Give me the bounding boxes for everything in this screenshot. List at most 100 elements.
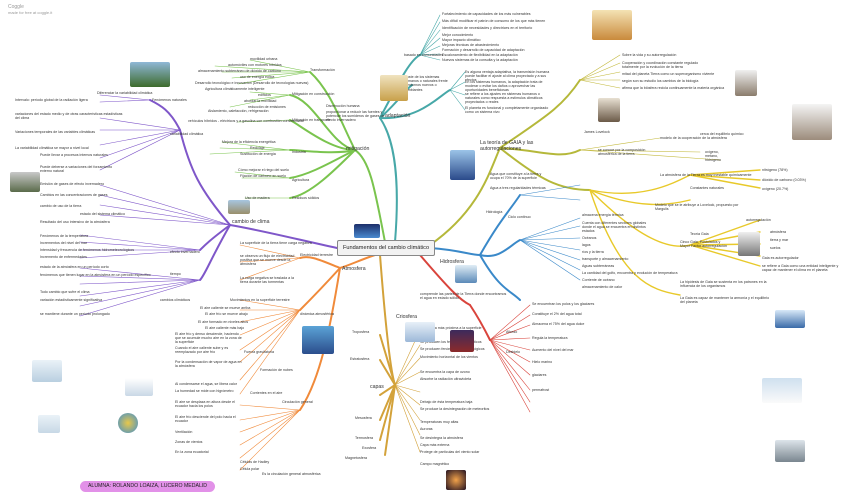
hydrosphere-item: almacena energía térmica	[582, 213, 624, 217]
gaia-gas: oxígeno (20.7%)	[762, 187, 789, 191]
hydrosphere-item: almacenamiento de calor	[582, 285, 623, 289]
globe-image	[118, 413, 138, 433]
cryosphere-item: permafrost	[532, 388, 550, 392]
branch-climate-change[interactable]: cambio de clima	[232, 219, 270, 225]
atmosphere-item: Célula polar	[240, 467, 260, 471]
branch-climate-changes[interactable]: cambios climáticos	[160, 298, 191, 302]
mitigation-sub: Residuos sólidos	[292, 196, 320, 200]
branch-cryosphere[interactable]: Criosfera	[396, 314, 418, 320]
app-title[interactable]: Coggle	[8, 4, 24, 10]
mitigation-item: reducción de emisiones	[248, 105, 286, 109]
margulis-photo	[738, 232, 760, 256]
industry-image	[380, 75, 408, 101]
mitigation-item: Uso de madera	[245, 196, 270, 200]
layer-item: Protege de partículas del viento solar	[420, 450, 480, 454]
mitigation-item: uso de energía eólica	[240, 75, 275, 79]
branch-mitigation[interactable]: mitigación	[346, 146, 370, 152]
layer-thermosphere[interactable]: Termosfera	[355, 436, 373, 440]
hydrosphere-item: La cantidad del golfo, encuentra y evolu…	[582, 271, 678, 275]
layer-stratosphere[interactable]: Estratosfera	[350, 357, 370, 361]
layer-item: Debajo de ésta temperatura baja	[420, 400, 473, 404]
climate-item: cambio de uso de la tierra	[40, 204, 82, 208]
climate-item: Todo cambio que sufre el clima	[40, 290, 90, 294]
climate-item: Fenómenos de la temperatura	[40, 234, 89, 238]
climate-item: variación estadísticamente significativa	[40, 298, 103, 302]
cryosphere-item: Hielo marino	[532, 360, 553, 364]
climate-item: Intervalo: período global de la radiació…	[15, 98, 88, 102]
gaia-item: suelos	[770, 246, 781, 250]
adaptation-item: se refiere a los ajustes en sistemas hum…	[465, 92, 543, 105]
hydrosphere-sub: Ciclo continuo	[508, 215, 531, 219]
branch-weather[interactable]: tiempo	[170, 272, 181, 276]
branch-adaptation[interactable]: adaptación	[385, 113, 411, 119]
hydrosphere-item: Cuenta con diferentes sectores globales …	[582, 221, 647, 234]
mitigation-item: Desarrollo tecnológico e innovación (Des…	[195, 81, 309, 85]
mitigation-item: Cómo mejorar el riego del suelo	[238, 168, 289, 172]
layer-mesosphere[interactable]: Mesosfera	[355, 416, 372, 420]
branch-atmosphere[interactable]: Atmosfera	[342, 266, 366, 272]
branch-layers[interactable]: capas	[370, 384, 384, 390]
atmosphere-leaf-lines	[239, 244, 301, 471]
cryosphere-sub: Deshielo	[506, 350, 520, 354]
branch-electricity[interactable]: Electricidad terrestre	[300, 253, 333, 257]
gaia-gas: nitrógeno (78%)	[762, 168, 788, 172]
mitigation-sub: Mitigación en transporte	[292, 118, 331, 122]
mitigation-item: Sustitución de energía	[240, 152, 276, 156]
cryosphere-item: Se encuentran los polos y los glaciares	[532, 302, 595, 306]
giraffes-image	[592, 10, 632, 40]
adaptation-item: Fortalecimiento de capacidades de los má…	[442, 12, 531, 16]
mitigation-leaf-lines	[209, 59, 311, 199]
gaia-gas: dióxido de carbono (0.03%)	[762, 178, 806, 182]
mitigation-item: almacenamiento subterráneo de dióxido de…	[198, 69, 281, 73]
aurora-image	[450, 330, 474, 352]
atmosphere-item: El aire formado en niveles altos	[198, 320, 249, 324]
atmosphere-item: El aire caliente se mueve arriba	[200, 306, 251, 310]
atmosphere-item: Cuando el aire caliente sube y es reempl…	[175, 346, 229, 355]
mitigation-item: vehículos híbridos - eléctricos y a gaso…	[188, 119, 304, 123]
atmosphere-item: El aire frío y denso desciende, haciendo…	[175, 332, 242, 345]
branch-circulation[interactable]: Circulación general	[282, 400, 313, 404]
student-name-badge: ALUMNA: ROLANDO LOAIZA, LUCERO MEDALID	[80, 481, 215, 492]
layer-troposphere[interactable]: Troposfera	[352, 330, 370, 334]
branch-greenhouse[interactable]: efecto invernadero	[170, 250, 200, 254]
hydrosphere-branch-lines	[429, 194, 521, 301]
climate-item: se mantiene durante un período prolongad…	[40, 312, 110, 316]
layer-item: Se produce la desintegración de meteorit…	[420, 407, 490, 411]
weather-map-image	[302, 326, 334, 354]
adaptation-item: Formación y desarrollo de capacidad de a…	[442, 48, 525, 52]
mitigation-item: Fijación de carbono en suelo	[240, 174, 286, 178]
branch-hydrosphere[interactable]: Hidrosfera	[440, 259, 464, 265]
layers-leaf-lines	[394, 329, 421, 453]
atmosphere-layers-image	[354, 224, 380, 238]
app-subtitle: made for free at coggle.it	[8, 10, 53, 15]
layer-exosphere[interactable]: Exosfera	[362, 446, 377, 450]
branch-dynamics[interactable]: dinámica atmosférica	[300, 312, 334, 316]
mitigation-sub: Transformación	[310, 68, 335, 72]
layer-item: Campo magnético	[420, 462, 450, 466]
climate-item: Variaciones temporales de las variables …	[15, 130, 96, 134]
mitigation-branch-lines	[289, 71, 386, 243]
layer-item: Temperaturas muy altas	[420, 420, 459, 424]
ice-sea-image	[775, 310, 805, 328]
hydrosphere-leaf-lines	[519, 184, 581, 281]
gaia-item: oxígeno, metano, hidrógeno	[705, 150, 721, 163]
branch-variability[interactable]: variabilidad climática	[170, 132, 204, 136]
atmosphere-sub: Corrientes en el aire	[250, 391, 283, 395]
atmosphere-item: El aire frío se mueve abajo	[205, 312, 248, 316]
adaptation-sub: basado en comunidades	[404, 53, 444, 57]
gaia-item: Modelo que se le atribuye a Lovelock, pr…	[655, 203, 739, 212]
branch-gaia[interactable]: La teoría de GAIA y las autorregulacione…	[480, 140, 534, 152]
forest-image	[130, 62, 170, 87]
gaia-item: modelo de la cooperación de la atmósfera	[660, 136, 727, 140]
layer-item: Movimiento horizontal de los vientos	[420, 355, 478, 359]
gaia-item: según son su estudio los cambios de la b…	[622, 79, 699, 83]
water-cycle-image	[455, 265, 477, 283]
cloud-image	[38, 415, 60, 433]
central-topic[interactable]: Fundamentos del cambio climático	[337, 240, 435, 256]
gaia-item: Sobre la vida y su autorregulación	[622, 53, 677, 57]
climate-item: estado del sistema climático	[80, 212, 125, 216]
atmosphere-sub: Formación de nubes	[260, 368, 293, 372]
layer-magnetosphere[interactable]: Magnetosfera	[345, 456, 367, 460]
gaia-item: se conoce por la composición atmosférica…	[598, 148, 646, 157]
